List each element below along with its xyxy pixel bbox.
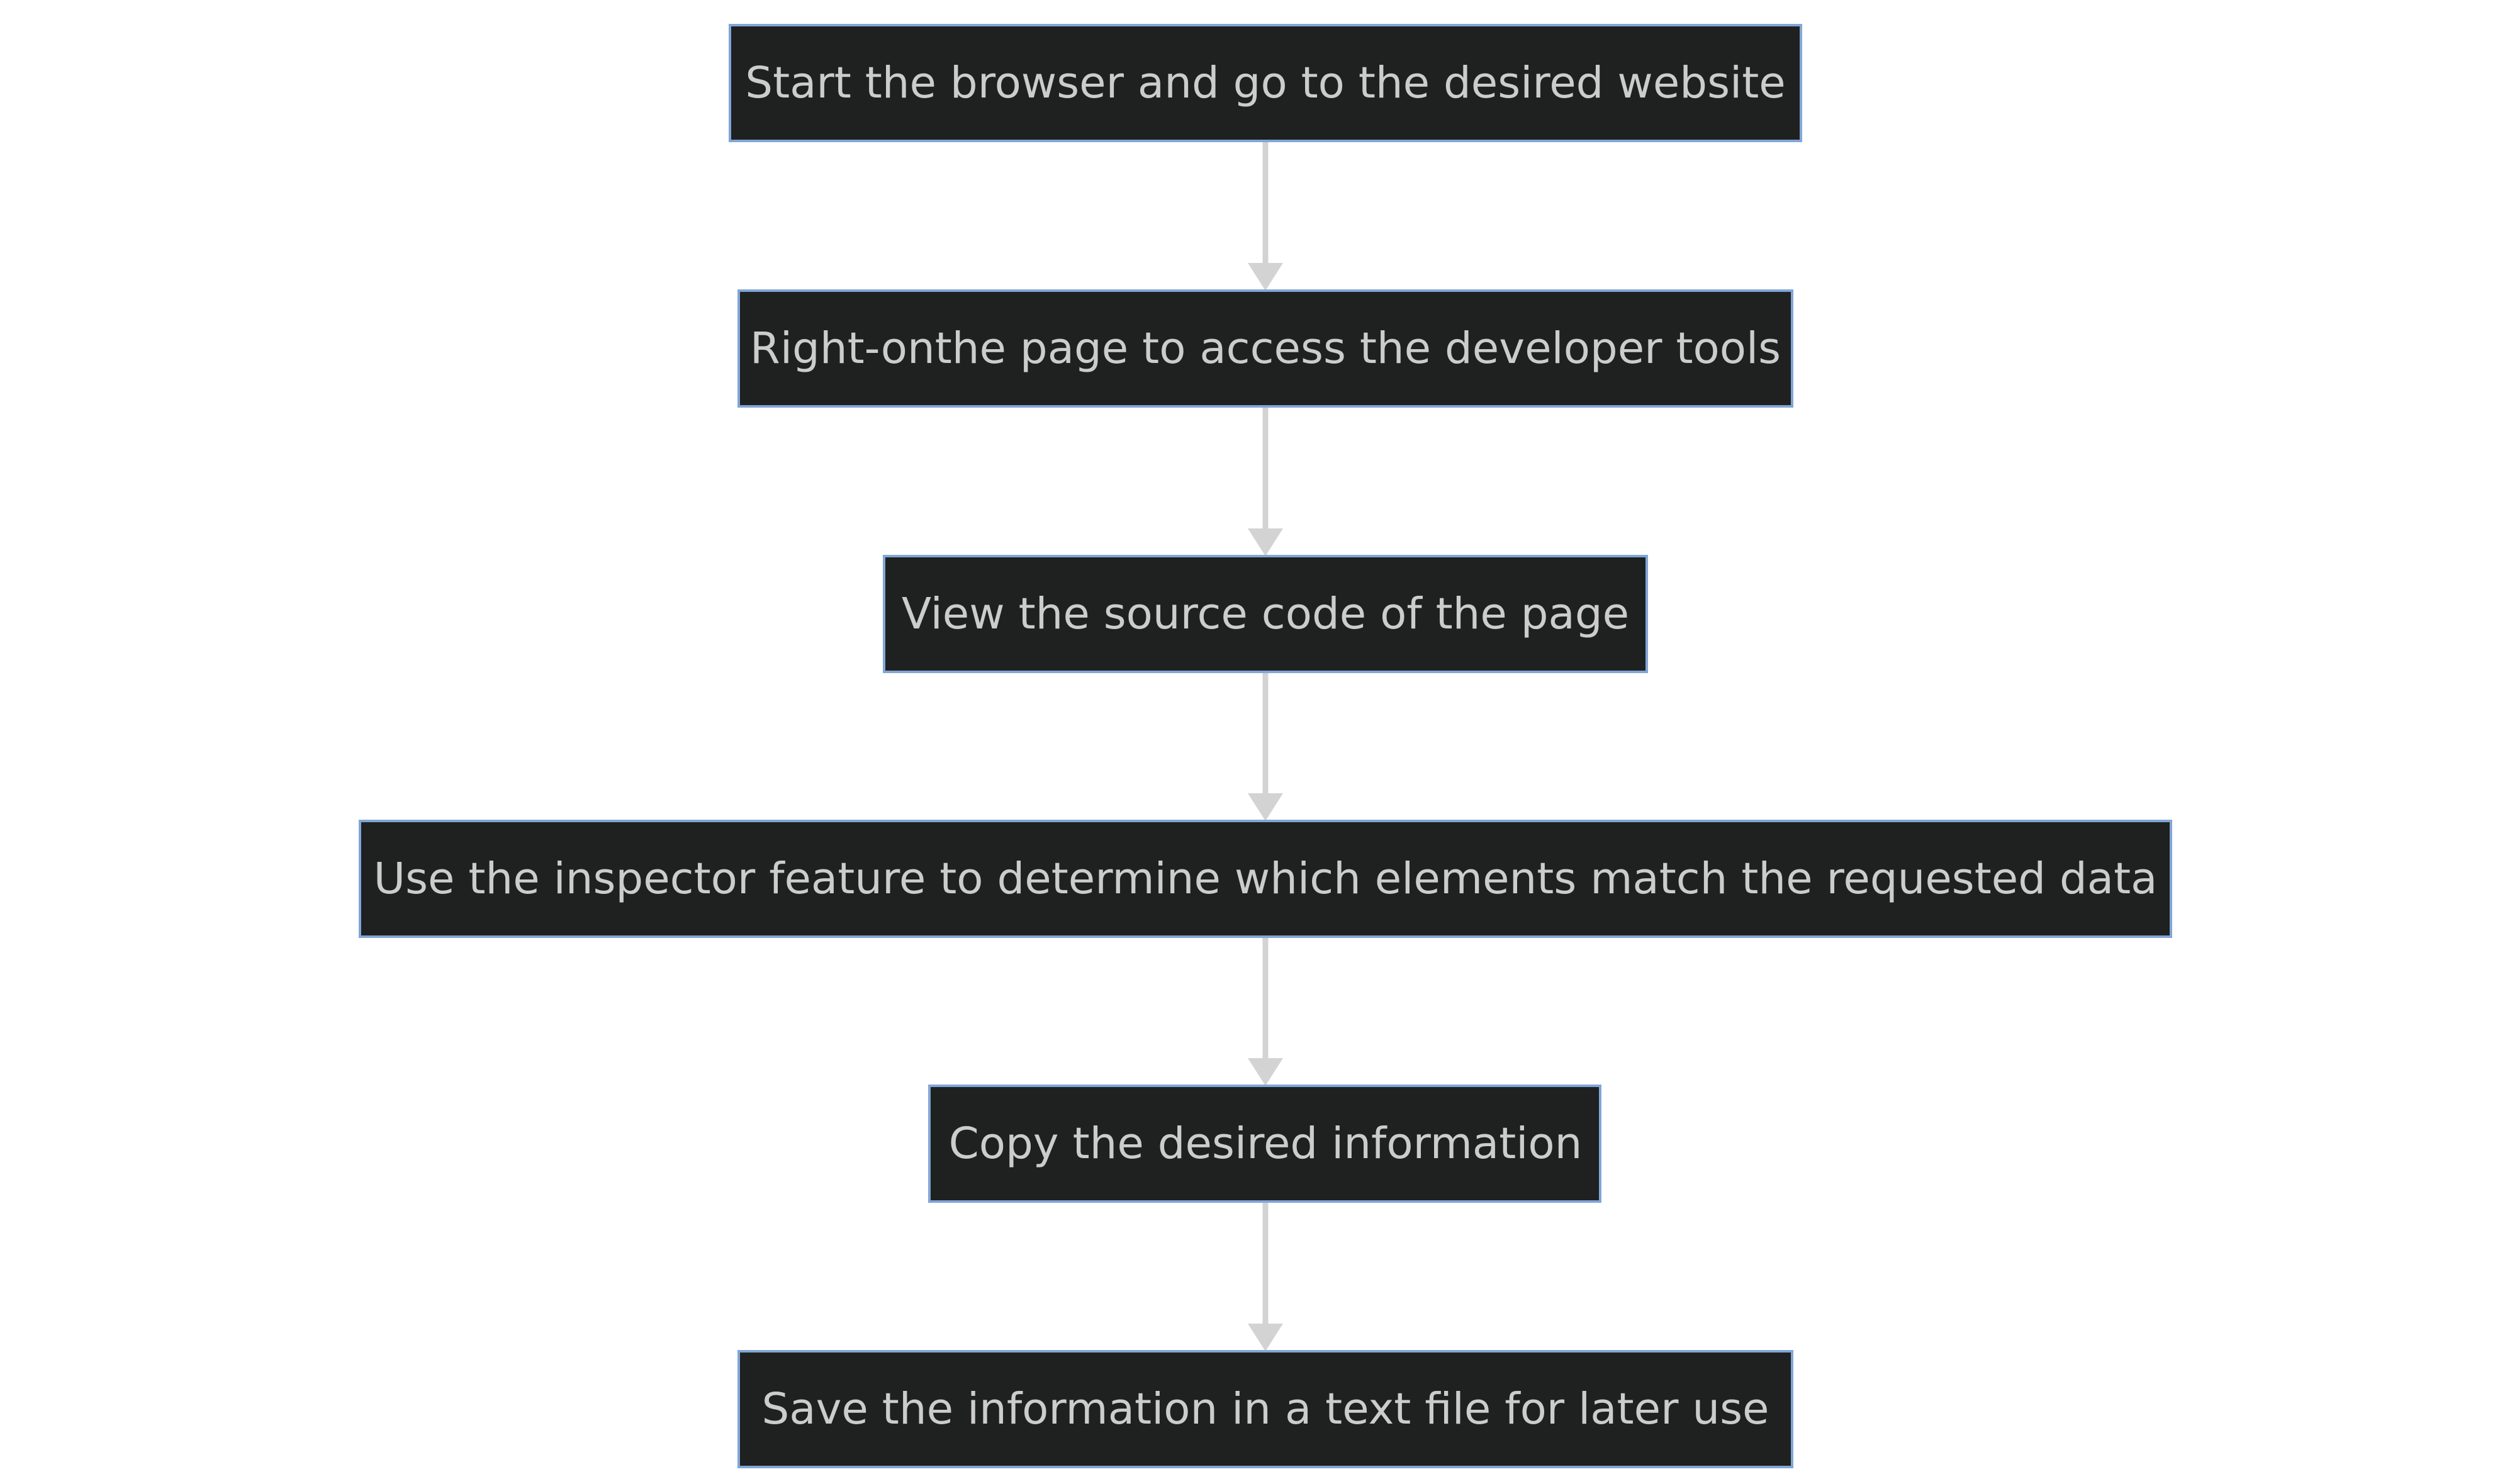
edge-step4-step5 xyxy=(1248,937,1283,1086)
node-label: View the source code of the page xyxy=(902,589,1629,639)
flow-node-step3[interactable]: View the source code of the page xyxy=(883,555,1648,673)
edge-step5-step6 xyxy=(1248,1202,1283,1351)
nodes-layer: Start the browser and go to the desired … xyxy=(359,24,2172,1468)
node-label: Use the inspector feature to determine w… xyxy=(374,854,2158,904)
edge-step3-step4 xyxy=(1248,672,1283,821)
node-label: Start the browser and go to the desired … xyxy=(745,58,1785,108)
node-label: Save the information in a text file for … xyxy=(761,1384,1769,1434)
flow-node-step1[interactable]: Start the browser and go to the desired … xyxy=(729,24,1802,142)
flow-node-step4[interactable]: Use the inspector feature to determine w… xyxy=(359,820,2172,938)
flow-node-step2[interactable]: Right-onthe page to access the developer… xyxy=(737,289,1793,408)
flow-node-step6[interactable]: Save the information in a text file for … xyxy=(737,1350,1793,1468)
flow-node-step5[interactable]: Copy the desired information xyxy=(928,1085,1601,1203)
edge-step2-step3 xyxy=(1248,407,1283,556)
edge-step1-step2 xyxy=(1248,142,1283,291)
node-label: Copy the desired information xyxy=(949,1119,1583,1169)
edges-layer xyxy=(1248,142,1283,1351)
node-label: Right-onthe page to access the developer… xyxy=(750,323,1781,374)
